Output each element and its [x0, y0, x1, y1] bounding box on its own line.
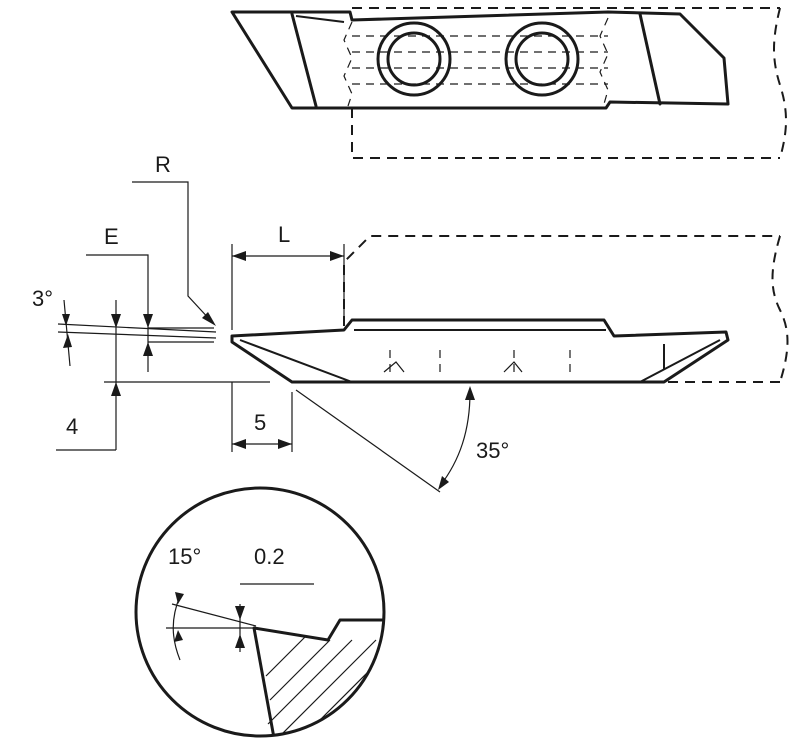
side-hidden-marks [383, 361, 523, 373]
inner-hidden-lines [343, 17, 609, 107]
three-deg-lines [57, 323, 217, 339]
l-arrow-right [330, 251, 344, 261]
four-dimension-lines [56, 300, 270, 451]
screw-hole-left-inner [386, 31, 442, 87]
thirtyfive-leg [295, 389, 441, 493]
edge-line-right [638, 12, 662, 106]
r-arrow [202, 312, 216, 326]
four-arrow-bottom [111, 382, 121, 396]
label-e: E [104, 224, 119, 249]
label-5: 5 [254, 410, 266, 435]
holder-break-top [773, 7, 787, 159]
detail-angle-arc [172, 595, 181, 661]
thirtyfive-arrow-bottom [438, 476, 449, 490]
chamfer-line [295, 15, 345, 23]
side-hidden-lines [389, 350, 571, 372]
insert-side-outline [230, 318, 730, 384]
holder-break-side [771, 235, 789, 383]
insert-side-bevel-right [639, 339, 721, 383]
five-arrow-right [278, 439, 292, 449]
screw-hole-left-outer [376, 21, 452, 97]
l-dimension-lines [231, 244, 345, 330]
detail-15-arrow-bottom [174, 630, 183, 642]
insert-side-bevel-left [239, 339, 353, 383]
top-view [230, 7, 787, 159]
thirtyfive-arrow-top [465, 386, 475, 400]
detail-02-arrow-top [235, 606, 245, 620]
holder-outline-side [343, 235, 780, 383]
e-arrow-bottom [143, 342, 153, 356]
detail-circle [134, 486, 386, 738]
e-arrow-top [143, 314, 153, 328]
detail-02-arrow-bottom [235, 634, 245, 648]
r-leader [132, 181, 213, 323]
edge-line-left [290, 12, 318, 108]
e-dimension-lines [86, 254, 214, 372]
five-arrow-left [232, 439, 246, 449]
label-3-deg: 3° [32, 286, 53, 311]
label-0-2: 0.2 [254, 544, 285, 569]
three-deg-arrow-top [62, 314, 70, 326]
detail-hatching [265, 635, 384, 736]
screw-hole-right-inner [514, 31, 570, 87]
label-15-deg: 15° [168, 544, 201, 569]
detail-15-arrow-top [175, 592, 184, 604]
detail-insert-profile [252, 618, 384, 736]
label-r: R [155, 152, 171, 177]
three-deg-arc [63, 299, 71, 367]
detail-angle-line [171, 603, 257, 627]
three-deg-arrow-bottom [63, 334, 72, 348]
label-4: 4 [66, 414, 78, 439]
holder-outline-top [351, 7, 780, 159]
insert-top-outline [230, 10, 730, 110]
screw-hole-right-outer [504, 21, 580, 97]
l-arrow-left [232, 251, 246, 261]
label-l: L [278, 222, 290, 247]
thirtyfive-arc [439, 391, 471, 487]
side-view [56, 181, 789, 493]
label-35-deg: 35° [476, 438, 509, 463]
four-arrow-top [111, 314, 121, 328]
detail-view [134, 486, 386, 738]
